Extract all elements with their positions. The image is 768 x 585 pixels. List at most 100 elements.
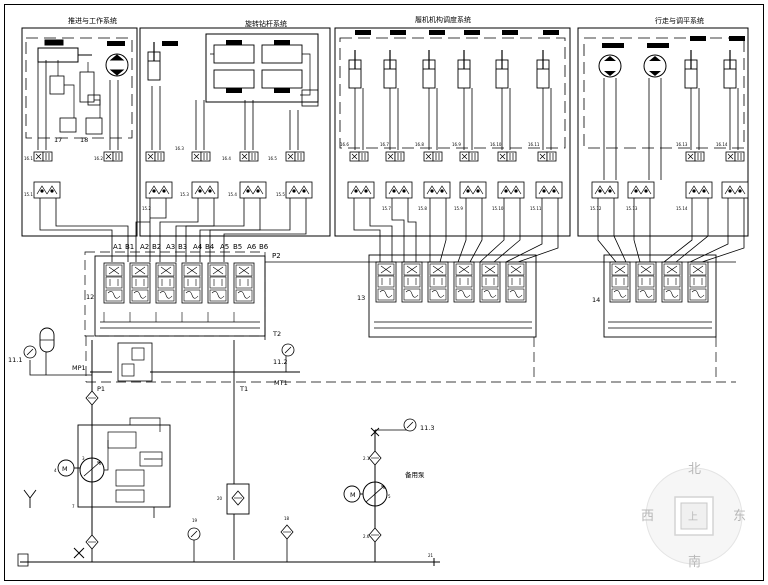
gauge-11-2: [281, 343, 295, 357]
svg-text:16.1: 16.1: [24, 156, 33, 161]
section-title-4: 行走与调平系统: [655, 16, 704, 25]
label-p1: P1: [97, 385, 105, 393]
vertical-lines-top: [37, 60, 739, 180]
svg-text:16.3: 16.3: [175, 146, 184, 151]
svg-text:A3: A3: [166, 243, 175, 251]
standby-filter-2: [368, 527, 382, 543]
compass-east: 东: [733, 509, 746, 524]
section-title-1: 推进与工作系统: [68, 16, 117, 25]
svg-text:20: 20: [217, 496, 223, 501]
port-labels: A1 B1 A2 B2 A3 B3 A4 B4 A5 B5 A6 B6 P2: [113, 243, 281, 260]
svg-text:15.10: 15.10: [492, 206, 504, 211]
gauge-11-3: [403, 418, 417, 432]
svg-text:19: 19: [192, 518, 198, 523]
svg-text:16.13: 16.13: [676, 142, 688, 147]
svg-text:2.6: 2.6: [363, 534, 370, 539]
accumulator: [39, 327, 55, 353]
svg-text:7: 7: [72, 504, 75, 509]
svg-text:15.12: 15.12: [590, 206, 602, 211]
svg-text:16.14: 16.14: [716, 142, 728, 147]
svg-text:15.11: 15.11: [530, 206, 542, 211]
svg-text:15.1: 15.1: [24, 192, 33, 197]
standby-pump-label: 备用泵: [405, 470, 425, 479]
label-12: 12: [86, 293, 94, 301]
svg-text:15.3: 15.3: [180, 192, 189, 197]
svg-text:15.9: 15.9: [454, 206, 463, 211]
svg-text:A1: A1: [113, 243, 122, 251]
section-3-cylinders: [348, 30, 559, 89]
pump-station: [57, 417, 171, 518]
svg-text:A2: A2: [140, 243, 149, 251]
manifold-14: [603, 254, 717, 338]
svg-text:2.1: 2.1: [363, 456, 370, 461]
svg-text:15.5: 15.5: [276, 192, 285, 197]
compass-south: 南: [688, 554, 701, 570]
filter-suction: [85, 534, 99, 550]
main-lines: [29, 261, 736, 560]
filter-20: [226, 483, 250, 515]
svg-text:B4: B4: [205, 243, 215, 251]
gauge-11-1: [23, 345, 37, 359]
section-inner-dashed: [25, 37, 745, 149]
svg-text:P2: P2: [272, 252, 281, 260]
svg-text:15.4: 15.4: [228, 192, 237, 197]
compass-west: 西: [641, 509, 654, 524]
standby-filter-1: [368, 450, 382, 466]
svg-text:15.2: 15.2: [142, 206, 151, 211]
svg-text:B2: B2: [152, 243, 161, 251]
relief-valve-block: [117, 342, 153, 382]
label-13: 13: [357, 294, 365, 302]
label-17: 17: [54, 136, 62, 144]
svg-text:16.11: 16.11: [528, 142, 540, 147]
svg-text:A5: A5: [220, 243, 229, 251]
svg-text:16.7: 16.7: [380, 142, 389, 147]
svg-text:A6: A6: [247, 243, 257, 251]
svg-text:16.10: 16.10: [490, 142, 502, 147]
svg-text:15.8: 15.8: [418, 206, 427, 211]
manifold-12: [84, 251, 266, 337]
svg-text:5: 5: [388, 494, 391, 499]
svg-text:16.4: 16.4: [222, 156, 231, 161]
svg-text:15.13: 15.13: [626, 206, 638, 211]
svg-text:3: 3: [82, 456, 85, 461]
label-14: 14: [592, 296, 600, 304]
section-title-3: 履机机构调度系统: [415, 15, 471, 24]
label-mt1: MT1: [274, 379, 288, 387]
svg-text:B3: B3: [178, 243, 187, 251]
compass: 北 南 西 东 上: [641, 462, 746, 570]
section-2-components: [205, 33, 319, 107]
valve-row-15: [33, 181, 749, 199]
svg-text:B1: B1: [125, 243, 134, 251]
section-4-components: [598, 36, 745, 89]
section-title-2: 旋转钻杆系统: [245, 19, 287, 28]
svg-text:15.14: 15.14: [676, 206, 688, 211]
diagram-frame: [4, 4, 764, 581]
label-t2: T2: [272, 330, 281, 338]
valve-labels: 16.1 16.2 16.3 16.4 16.5 16.6 16.7 16.8 …: [24, 142, 728, 211]
svg-text:16.6: 16.6: [340, 142, 349, 147]
svg-text:21: 21: [428, 553, 434, 558]
label-11-1: 11.1: [8, 356, 22, 364]
section-boxes: [21, 27, 749, 237]
svg-text:A4: A4: [193, 243, 203, 251]
label-mp1: MP1: [72, 364, 86, 372]
section-1-components: [37, 39, 129, 135]
svg-text:16.5: 16.5: [268, 156, 277, 161]
svg-text:16.2: 16.2: [94, 156, 103, 161]
label-18: 18: [80, 136, 88, 144]
svg-text:B5: B5: [233, 243, 242, 251]
motor-m-main: M: [62, 465, 68, 473]
manifold-13: [368, 254, 537, 338]
label-11-3: 11.3: [420, 424, 434, 432]
label-11-2: 11.2: [273, 358, 287, 366]
compass-center: 上: [688, 511, 698, 523]
filter-18: [280, 524, 294, 540]
svg-text:4: 4: [54, 468, 57, 473]
label-t1: T1: [239, 385, 248, 393]
svg-text:16.9: 16.9: [452, 142, 461, 147]
gauge-19: [187, 527, 201, 541]
motor-m-standby: M: [350, 491, 356, 499]
compass-north: 北: [688, 462, 701, 477]
svg-text:18: 18: [284, 516, 290, 521]
